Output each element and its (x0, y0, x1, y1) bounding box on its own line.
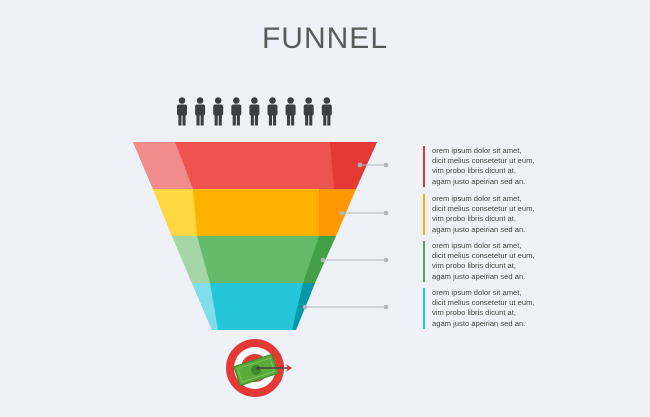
funnel-stage-2 (153, 189, 356, 236)
stage-4-description: orem ipsum dolor sit amet, dicit melius … (423, 288, 582, 329)
connector-3 (320, 257, 389, 263)
funnel-stage-3 (172, 236, 336, 283)
stage-2-description: orem ipsum dolor sit amet, dicit melius … (423, 194, 582, 235)
person-icon (231, 97, 242, 126)
person-icon (249, 97, 260, 126)
people-row (177, 97, 332, 126)
connector-2 (339, 210, 389, 216)
person-icon (213, 97, 224, 126)
funnel-stage-1 (133, 142, 377, 189)
connector-1 (357, 162, 389, 168)
stage-1-description: orem ipsum dolor sit amet, dicit melius … (423, 146, 582, 187)
person-icon (303, 97, 314, 126)
arrow-icon (256, 364, 292, 372)
stage-3-description: orem ipsum dolor sit amet, dicit melius … (423, 241, 582, 282)
person-icon (321, 97, 332, 126)
person-icon (285, 97, 296, 126)
person-icon (267, 97, 278, 126)
funnel-stage-4 (192, 283, 315, 330)
person-icon (177, 97, 187, 126)
connector-4 (302, 304, 389, 310)
page-title: FUNNEL (261, 22, 388, 55)
person-icon (195, 97, 206, 126)
